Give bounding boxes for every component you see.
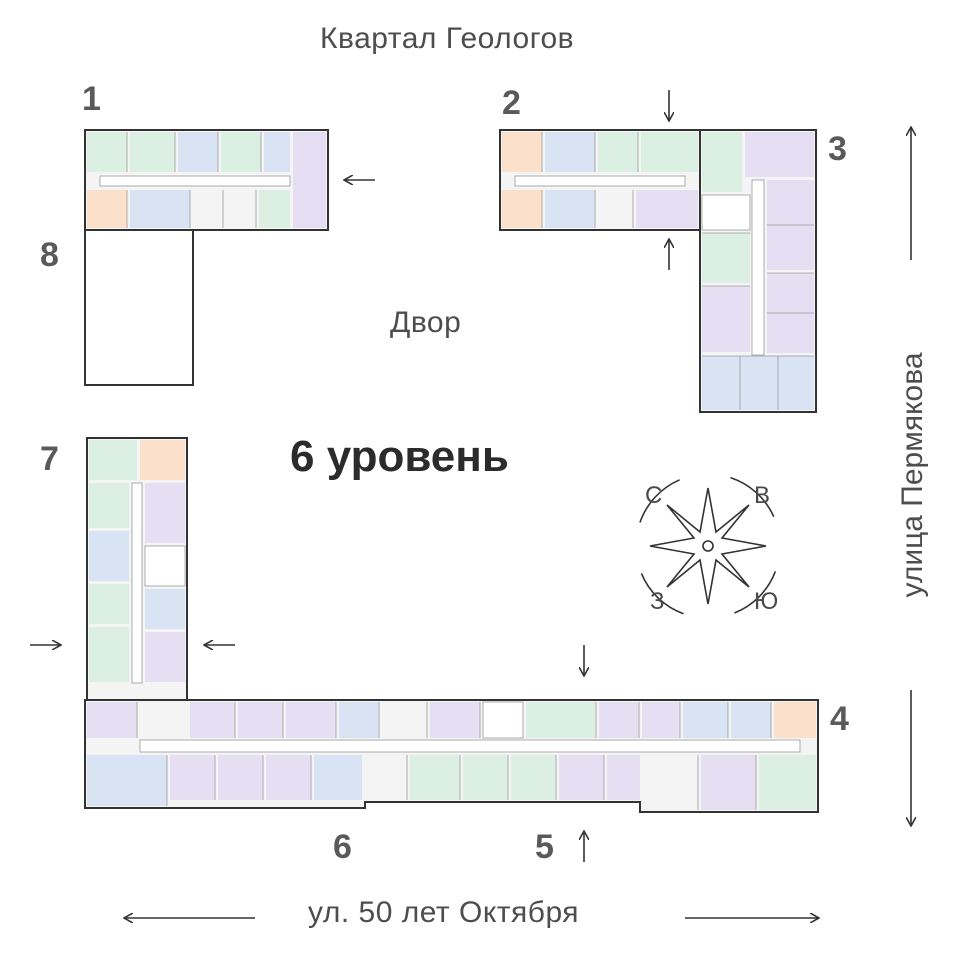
unit-5-f (511, 755, 556, 800)
street-label-bottom: ул. 50 лет Октября (308, 896, 580, 929)
unit-5-h (607, 755, 640, 800)
unit-6-l (314, 755, 362, 800)
unit-3-e (702, 286, 750, 352)
corridor-2 (514, 175, 686, 187)
unit-2-d (641, 132, 698, 172)
unit-2-a (502, 132, 542, 172)
unit-1-e (264, 132, 290, 172)
section-label-2: 2 (502, 84, 521, 122)
unit-5-b (599, 702, 639, 738)
unit-7-h (89, 627, 129, 682)
unit-4-a (683, 702, 728, 738)
unit-3-d (702, 233, 750, 283)
unit-7-f (89, 584, 129, 624)
unit-6-c (238, 702, 283, 738)
unit-6-f (382, 702, 427, 738)
street-label-top: Квартал Геологов (320, 22, 575, 55)
unit-6-j (218, 755, 263, 800)
entrance-arrows (30, 90, 669, 862)
unit-7-g (145, 589, 185, 629)
unit-4-e (701, 755, 756, 810)
unit-7-i (145, 632, 185, 682)
unit-2-g (598, 190, 633, 228)
section-label-1: 1 (82, 80, 101, 118)
corridor-7 (131, 482, 143, 684)
compass-west: З (650, 588, 665, 615)
unit-1-i (193, 190, 223, 228)
unit-4-c (774, 702, 816, 738)
unit-5-a (526, 702, 596, 738)
unit-1-a (87, 132, 127, 172)
unit-6-h (87, 755, 167, 806)
compass-south: Ю (754, 588, 779, 615)
unit-7-c (89, 483, 129, 528)
section-8-outline (84, 229, 194, 386)
compass-east: В (754, 482, 771, 509)
unit-2-b (545, 132, 595, 172)
section-1-block (84, 129, 329, 231)
unit-1-d (221, 132, 261, 172)
street-arrows (125, 128, 911, 918)
unit-6-g (430, 702, 480, 738)
unit-6-b (190, 702, 235, 738)
section-2-block (499, 129, 701, 231)
unit-6-e (339, 702, 379, 738)
courtyard-label: Двор (390, 306, 462, 339)
unit-1-k (259, 190, 290, 228)
unit-1-g (87, 190, 127, 228)
unit-4-f (759, 755, 816, 810)
corridor-3 (751, 179, 765, 356)
section-label-4: 4 (830, 700, 849, 738)
unit-6-d (286, 702, 336, 738)
section-3-block (699, 129, 817, 413)
unit-7-e (89, 531, 129, 581)
corridor-1 (99, 175, 291, 187)
unit-7-d (145, 483, 185, 543)
unit-6-a (87, 702, 137, 738)
unit-2-f (545, 190, 595, 228)
unit-6-i (170, 755, 215, 800)
unit-3-a (702, 132, 742, 192)
unit-4-d (643, 755, 698, 810)
unit-1-f (293, 132, 326, 228)
unit-5-e (463, 755, 508, 800)
unit-5-c (642, 702, 680, 738)
street-label-right: улица Пермякова (896, 352, 929, 598)
section-label-6: 6 (333, 828, 352, 866)
bottom-wing (84, 699, 819, 813)
unit-7-stair (144, 545, 186, 587)
unit-1-b (130, 132, 175, 172)
unit-4-b (731, 702, 771, 738)
unit-1-j (226, 190, 256, 228)
corridor-bottom (139, 739, 801, 753)
section-label-8: 8 (40, 236, 59, 274)
unit-6-k (266, 755, 311, 800)
section-7-block (86, 437, 188, 701)
unit-1-h (130, 190, 190, 228)
unit-2-c (598, 132, 638, 172)
unit-5-d (410, 755, 460, 800)
compass-rose (635, 473, 781, 619)
section-label-5: 5 (535, 828, 554, 866)
floor-title: 6 уровень (290, 432, 509, 481)
unit-7-a (89, 440, 137, 480)
unit-3-stair (701, 194, 751, 231)
unit-3-b (745, 132, 814, 177)
unit-2-h (636, 190, 698, 228)
unit-6-m (367, 755, 407, 800)
unit-2-e (502, 190, 542, 228)
compass-north: С (645, 482, 663, 509)
section-label-3: 3 (828, 130, 847, 168)
unit-7-b (140, 440, 185, 480)
unit-5-stair (482, 701, 524, 739)
unit-3-g (702, 356, 814, 410)
section-label-7: 7 (40, 440, 59, 478)
unit-5-g (559, 755, 604, 800)
unit-1-c (178, 132, 218, 172)
